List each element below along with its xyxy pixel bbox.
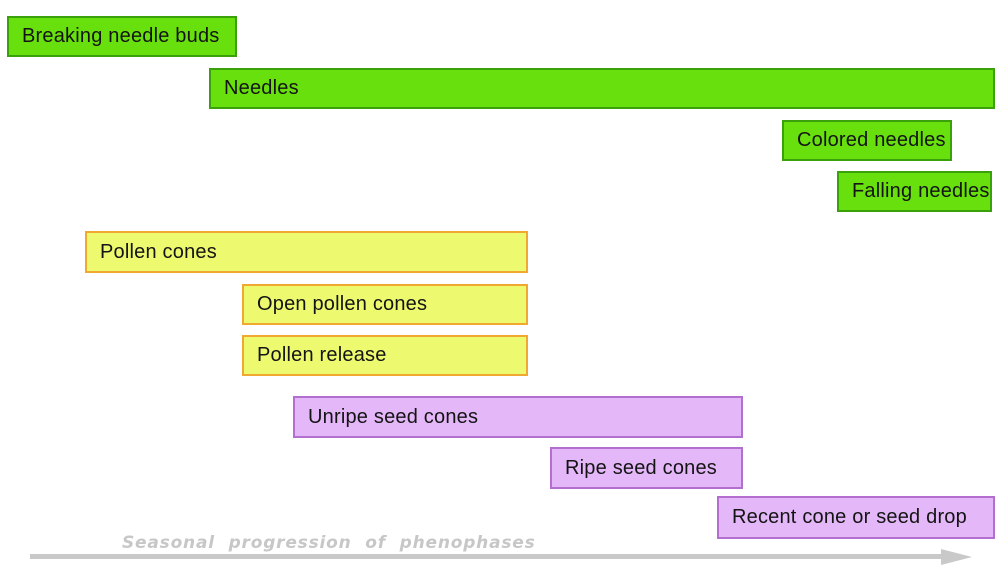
phase-bar-breaking-needle-buds: Breaking needle buds xyxy=(7,16,237,57)
phase-bar-colored-needles: Colored needles xyxy=(782,120,952,161)
phase-bar-label: Recent cone or seed drop xyxy=(732,506,967,528)
timeline-arrow-line xyxy=(30,554,943,559)
phase-bar-unripe-seed-cones: Unripe seed cones xyxy=(293,396,743,438)
phase-bar-needles: Needles xyxy=(209,68,995,109)
phase-bar-label: Needles xyxy=(224,77,299,99)
phase-bar-label: Unripe seed cones xyxy=(308,405,479,428)
phase-bar-label: Pollen cones xyxy=(100,240,217,263)
phase-bar-recent-cone-or-seed-drop: Recent cone or seed drop xyxy=(717,496,995,539)
phase-bar-ripe-seed-cones: Ripe seed cones xyxy=(550,447,743,489)
phase-bar-label: Breaking needle buds xyxy=(22,25,220,47)
phase-bar-label: Colored needles xyxy=(797,129,946,151)
phase-bar-pollen-cones: Pollen cones xyxy=(85,231,528,273)
phase-bar-label: Ripe seed cones xyxy=(565,456,717,479)
phase-bar-label: Falling needles xyxy=(852,180,990,202)
phase-bar-label: Pollen release xyxy=(257,344,387,366)
phase-bar-open-pollen-cones: Open pollen cones xyxy=(242,284,528,325)
phase-bar-falling-needles: Falling needles xyxy=(837,171,992,212)
season-axis-label: Seasonal progression of phenophases xyxy=(122,533,536,553)
phase-bar-label: Open pollen cones xyxy=(257,293,428,315)
timeline-arrow-head-icon xyxy=(941,549,972,565)
phase-bar-pollen-release: Pollen release xyxy=(242,335,528,376)
